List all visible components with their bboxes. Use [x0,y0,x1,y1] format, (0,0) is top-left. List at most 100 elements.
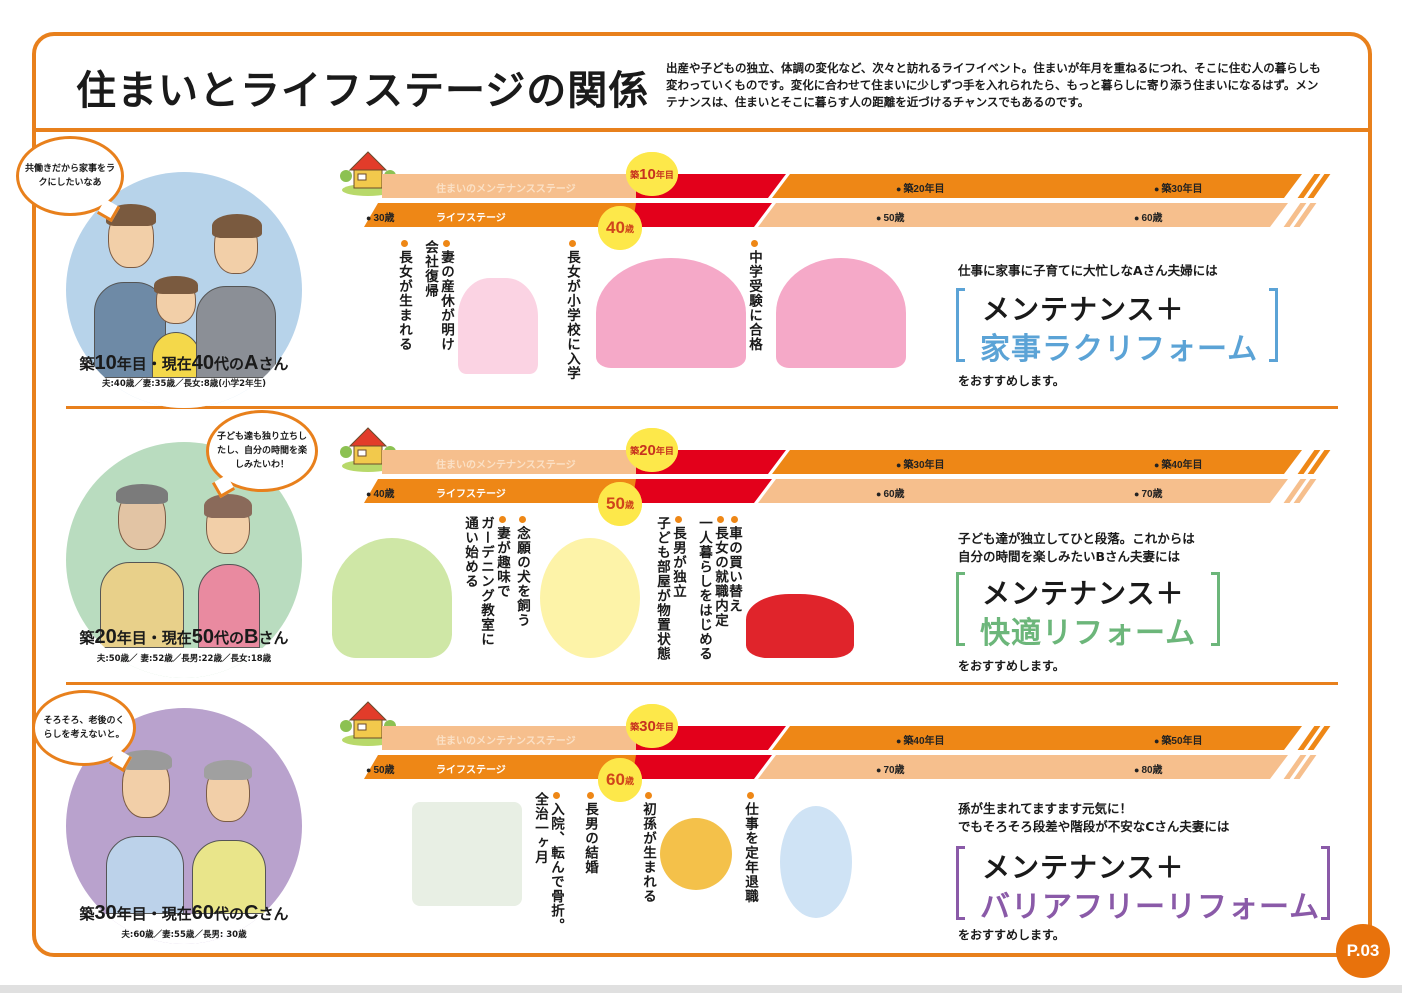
wife-figure [196,214,276,378]
persona-illustration-b [66,442,302,678]
wife-figure [192,760,266,914]
building-milestone: 築40年目 [896,732,944,747]
age-milestone: 70歳 [876,761,904,776]
current-life-band [632,755,772,779]
persona-title: 築10年目・現在40代のAさん [79,352,289,374]
exam-pass-illustration [776,258,906,368]
life-event: 中学受験に合格 [746,240,762,352]
future-maintenance-band [772,726,1302,750]
maintenance-stage-label: 住まいのメンテナンスステージ [436,736,576,747]
husband-figure [100,484,184,648]
future-maintenance-band [772,174,1302,198]
recommendation-sub: 快適リフォーム [980,616,1197,651]
life-event: 入院、転んで骨折。 全治一ヶ月 [524,792,564,933]
husband-figure [94,204,166,378]
recommendation-box: メンテナンス＋ 快適リフォーム [956,572,1220,651]
school-entrance-illustration [596,258,746,368]
recommendation-lead: 仕事に家事に子育てに大忙しなAさん夫婦には [958,263,1218,278]
building-milestone: 築30年目 [896,456,944,471]
life-event: 長女が生まれる [396,240,412,352]
start-age-tick: 30歳 [366,209,394,224]
life-event: 長女が小学校に入学 [564,240,580,381]
recommendation-main: メンテナンス＋ [982,293,1185,326]
speech-bubble: 共働きだから家事をラクにしたいなあ [16,136,124,216]
life-event: 妻の産休が明け 会社復帰 [414,240,454,352]
hospital-illustration [412,802,522,906]
husband-figure [106,750,184,914]
recommendation-main: メンテナンス＋ [982,577,1185,610]
speech-bubble-text: 共働きだから家事をラクにしたいなあ [25,164,116,188]
recommendation-main: メンテナンス＋ [982,851,1185,884]
recommendation-tail: をおすすめします。 [958,928,1065,942]
building-milestone: 築40年目 [1154,456,1202,471]
speech-bubble: 子ども達も独り立ちしたし、自分の時間を楽しみたいわ！ [206,410,318,492]
page-frame [32,32,1372,957]
life-event: 念願の犬を飼う [514,516,530,628]
future-life-band [758,755,1288,779]
persona-family: 夫:60歳／妻:55歳／長男: 30歳 [121,930,247,940]
maintenance-stage-band [382,174,637,198]
age-milestone: 50歳 [876,209,904,224]
life-stage-band [364,203,636,227]
building-milestone: 築30年目 [1154,180,1202,195]
life-stage-band [364,479,636,503]
recommendation-lead: 子ども達が独立してひと段落。これからは 自分の時間を楽しみたいBさん夫妻には [958,531,1195,564]
recommendation-sub: バリアフリーリフォーム [980,890,1321,925]
future-life-band [758,479,1288,503]
section-b: 子ども達も独り立ちしたし、自分の時間を楽しみたいわ！ 築20年目・現在50代のB… [0,408,1402,683]
recommendation-tail: をおすすめします。 [958,374,1065,388]
section-divider [66,682,1338,685]
life-event: 妻が趣味で ガーデニング教室に 通い始める [454,516,510,647]
life-event: 長男が独立 子ども部屋が物置状態 [646,516,686,661]
persona-illustration-a [66,172,302,408]
age-milestone: 80歳 [1134,761,1162,776]
section-divider [66,406,1338,409]
persona-title: 築20年目・現在50代のBさん [79,626,289,648]
recommendation-tail: をおすすめします。 [958,659,1065,673]
header-divider [32,128,1372,132]
life-stage-label: ライフステージ [436,765,506,776]
life-event: 長男の結婚 [582,792,598,875]
maintenance-stage-label: 住まいのメンテナンスステージ [436,460,576,471]
age-milestone: 60歳 [1134,209,1162,224]
speech-bubble-text: そろそろ、老後のくらしを考えないと。 [43,716,125,740]
life-event: 長女の就職内定 一人暮らしをはじめる [688,516,728,661]
recommendation-lead: 孫が生まれてますます元気に！ でもそろそろ段差や階段が不安なCさん夫妻には [958,801,1230,834]
dog-walk-illustration [540,538,640,658]
car-illustration [746,594,854,658]
gardening-illustration [332,538,452,658]
building-milestone: 築50年目 [1154,732,1202,747]
current-life-band [632,479,772,503]
retirement-illustration [780,806,852,918]
future-life-band [758,203,1288,227]
future-maintenance-band [772,450,1302,474]
building-milestone: 築20年目 [896,180,944,195]
page-number-badge: P.03 [1336,924,1390,978]
life-event: 初孫が生まれる [640,792,656,904]
life-stage-label: ライフステージ [436,213,506,224]
section-a: 共働きだから家事をラクにしたいなあ 築10年目・現在40代のAさん 夫:40歳／… [0,130,1402,408]
persona-family: 夫:40歳／妻:35歳／長女:8歳(小学2年生) [102,379,266,389]
persona-title: 築30年目・現在60代のCさん [79,902,289,924]
grandchild-illustration [660,818,732,890]
persona-family: 夫:50歳／ 妻:52歳／長男:22歳／長女:18歳 [96,654,272,664]
mother-baby-illustration [458,278,538,374]
life-event: 車の買い替え [726,516,742,613]
speech-bubble-text: 子ども達も独り立ちしたし、自分の時間を楽しみたいわ！ [216,432,307,470]
intro-text: 出産や子どもの独立、体調の変化など、次々と訪れるライフイベント。住まいが年月を重… [666,61,1321,109]
house-icon [338,146,398,196]
recommendation-box: メンテナンス＋ バリアフリーリフォーム [956,846,1330,925]
age-milestone: 60歳 [876,485,904,500]
start-age-tick: 50歳 [366,761,394,776]
bottom-scrollbar-area [0,985,1402,993]
daughter-figure [148,276,204,378]
speech-bubble: そろそろ、老後のくらしを考えないと。 [32,690,136,766]
current-life-band [632,203,772,227]
recommendation-box: メンテナンス＋ 家事ラクリフォーム [956,288,1278,367]
